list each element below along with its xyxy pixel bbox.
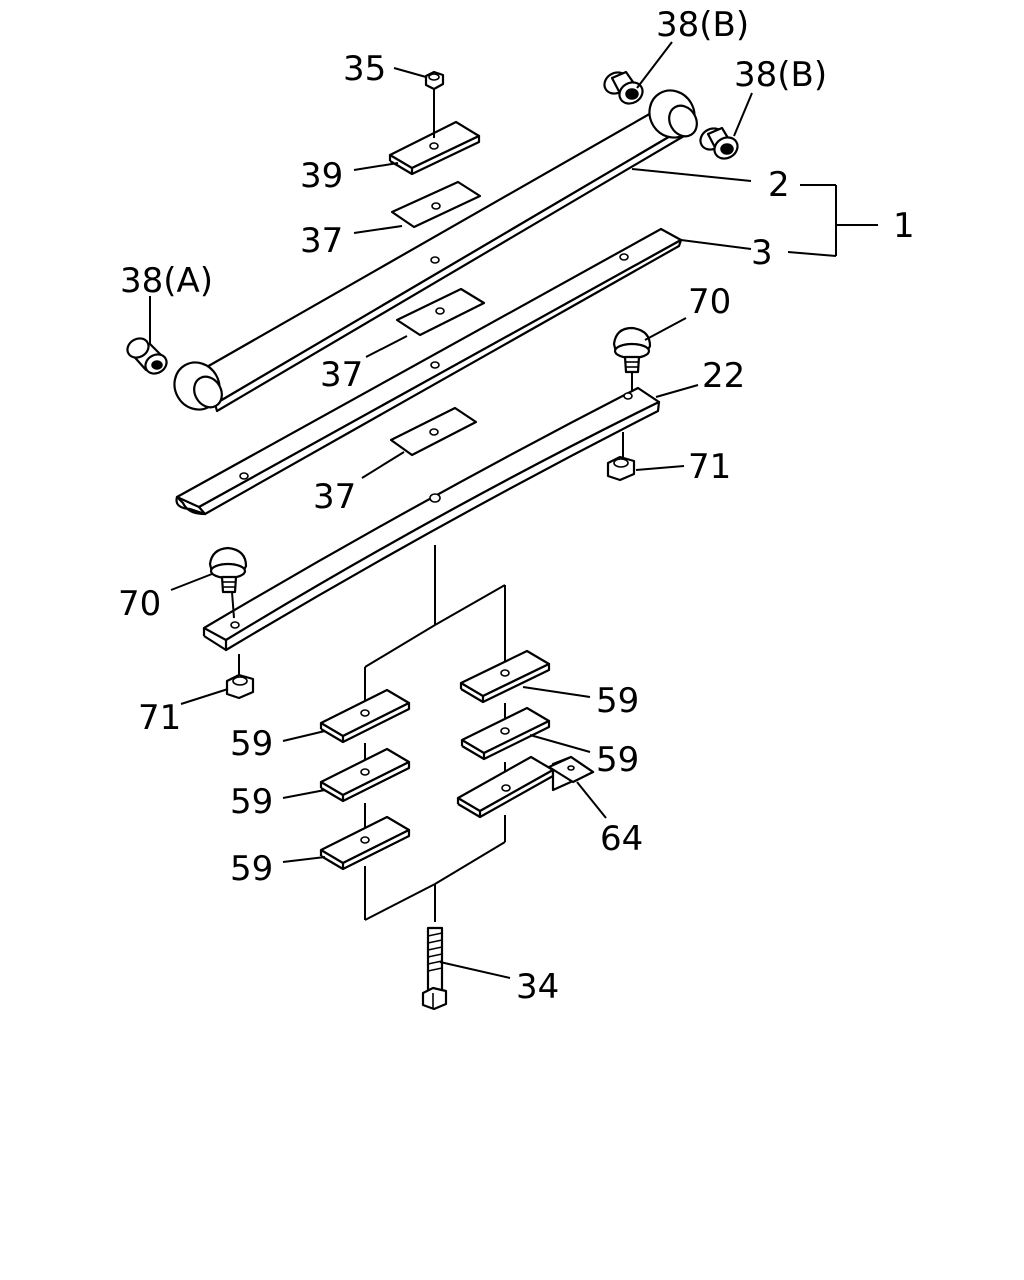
label-37-a: 37 <box>300 221 343 261</box>
second-leaf-spring <box>175 227 683 516</box>
label-64: 64 <box>600 819 643 859</box>
bolt-34 <box>421 926 448 1011</box>
label-59-right-2: 59 <box>596 740 639 780</box>
helper-leaf-spring <box>202 386 661 652</box>
label-2: 2 <box>768 165 790 205</box>
label-38b-top: 38(B) <box>656 5 749 45</box>
label-59-left-3: 59 <box>230 849 273 889</box>
label-34: 34 <box>516 967 559 1007</box>
label-59-left-1: 59 <box>230 724 273 764</box>
plate-59-left-3 <box>319 815 411 871</box>
label-71-right: 71 <box>688 447 731 487</box>
label-35: 35 <box>343 49 386 89</box>
label-1: 1 <box>893 206 915 246</box>
label-38a: 38(A) <box>120 261 213 301</box>
main-leaf-spring <box>173 89 698 413</box>
label-22: 22 <box>702 356 745 396</box>
bushing-38-b-right <box>699 126 739 160</box>
bracket-plate-64 <box>456 755 595 819</box>
label-37-b: 37 <box>320 355 363 395</box>
shim-plate-37-a <box>390 180 482 229</box>
bolt-70-left <box>208 546 248 619</box>
leader-lines <box>149 41 878 979</box>
label-59-left-2: 59 <box>230 782 273 822</box>
bushing-38-a <box>126 337 168 375</box>
label-3: 3 <box>751 233 773 273</box>
nut-71-right <box>606 432 636 482</box>
bushing-38-b-top <box>603 70 644 105</box>
label-39: 39 <box>300 156 343 196</box>
label-59-right-1: 59 <box>596 681 639 721</box>
plate-59-right-2 <box>460 706 551 761</box>
bolt-70-right <box>612 326 652 392</box>
label-70-right: 70 <box>688 282 731 322</box>
shim-plate-37-c <box>389 406 478 457</box>
label-37-c: 37 <box>313 477 356 517</box>
nut-71-left <box>225 654 255 700</box>
nut-35 <box>424 70 445 138</box>
label-38b-right: 38(B) <box>734 55 827 95</box>
part-labels: 38(B) 38(B) 35 39 37 2 1 3 38(A) 70 37 2… <box>118 5 915 1007</box>
label-70-left: 70 <box>118 584 161 624</box>
plate-59-right-1 <box>459 649 551 704</box>
shim-plate-37-b <box>395 287 486 337</box>
label-71-left: 71 <box>138 698 181 738</box>
